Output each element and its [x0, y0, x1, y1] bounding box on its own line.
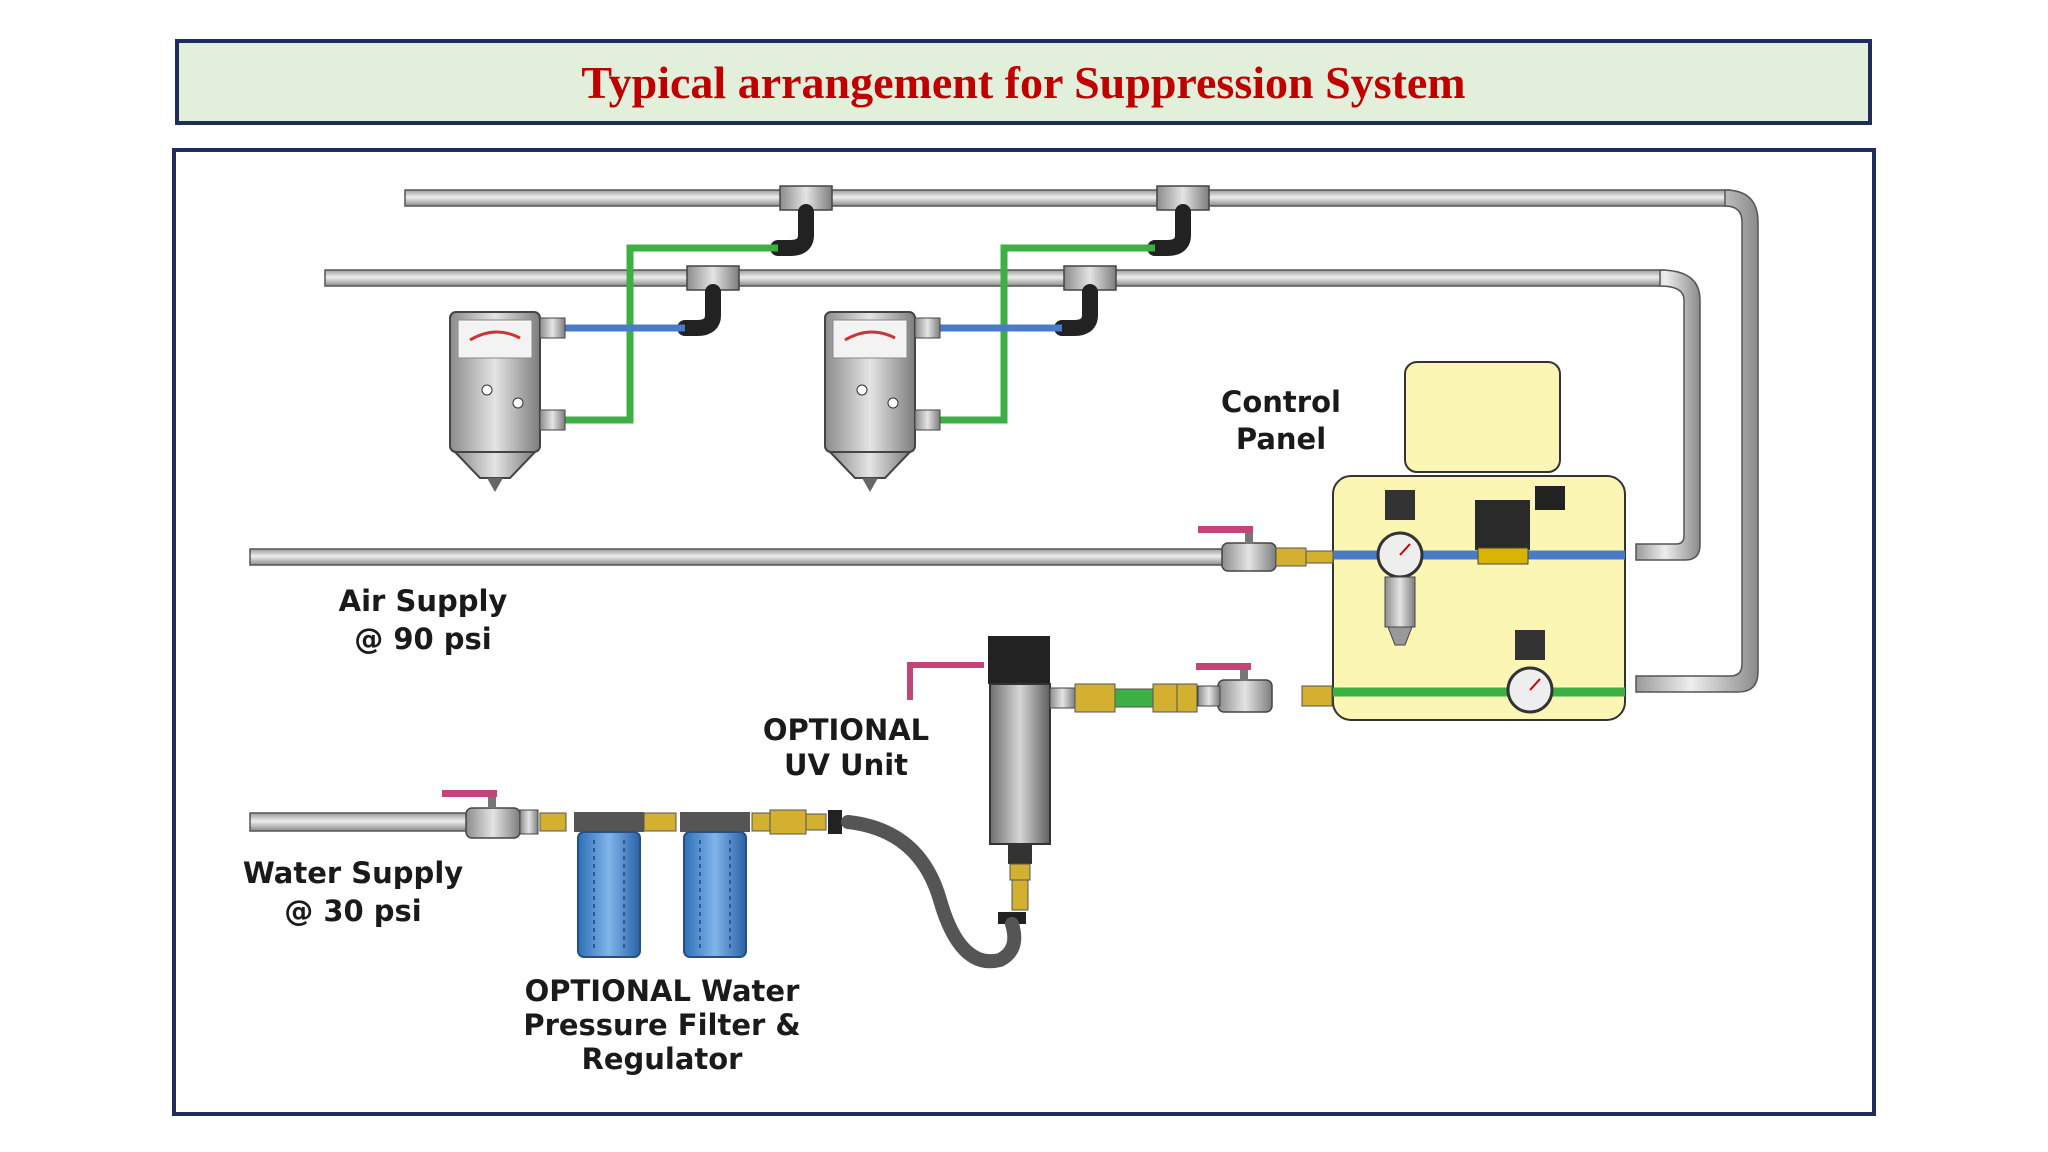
water-supply-label-line1: Water Supply — [243, 856, 463, 890]
nozzle-valve-unit — [824, 311, 941, 492]
control-panel-label-line1: Control — [1221, 385, 1341, 419]
page-title: Typical arrangement for Suppression Syst… — [581, 56, 1466, 108]
water-supply-pipe — [249, 790, 567, 839]
water-supply-label-line2: @ 30 psi — [284, 894, 422, 928]
water-filter-housing — [574, 812, 677, 958]
filter-regulator-label-line2: Pressure Filter & — [523, 1008, 800, 1042]
water-tubing — [565, 244, 1155, 424]
air-supply-pipe — [249, 526, 1334, 572]
uv-unit — [907, 636, 1333, 924]
upper-air-pipe — [404, 189, 1759, 693]
water-filter-housing — [680, 809, 842, 958]
uv-unit-label-line2: UV Unit — [784, 748, 908, 782]
control-panel — [1332, 361, 1626, 721]
filter-regulator-label-line1: OPTIONAL Water — [525, 974, 800, 1008]
title-banner: Typical arrangement for Suppression Syst… — [175, 39, 1872, 125]
air-supply-label-line1: Air Supply — [339, 584, 508, 618]
air-supply-label-line2: @ 90 psi — [354, 622, 492, 656]
elbow-fitting — [677, 204, 1191, 336]
control-panel-label-line2: Panel — [1236, 422, 1326, 456]
uv-unit-label-line1: OPTIONAL — [763, 713, 929, 747]
nozzle-valve-unit — [449, 311, 566, 492]
lower-water-pipe — [324, 269, 1701, 561]
filter-regulator-label-line3: Regulator — [581, 1042, 743, 1076]
water-hose — [841, 815, 1022, 969]
